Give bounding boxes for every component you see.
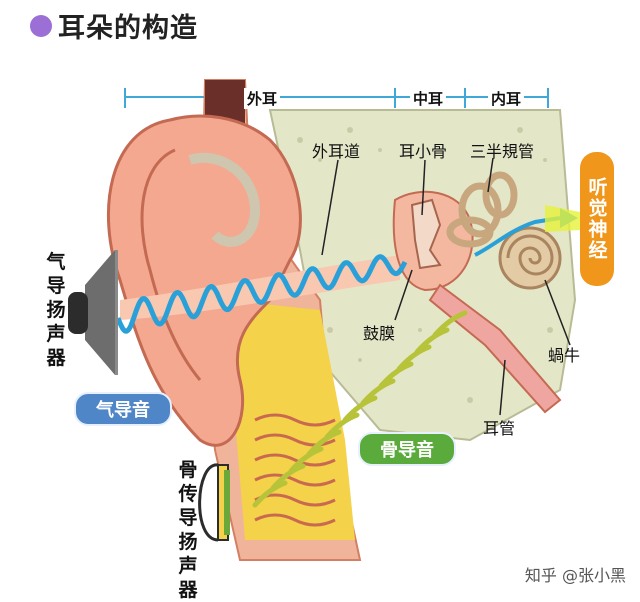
title-row: 耳朵的构造 <box>30 6 198 45</box>
bone-speaker-icon <box>198 463 230 542</box>
muscle-hatching <box>254 413 336 527</box>
cartilage <box>188 152 261 247</box>
cochlea-shape <box>498 226 562 290</box>
bone-wave-arc <box>432 310 468 338</box>
eustachian-tube <box>428 283 562 414</box>
zone-outer-ear: 外耳 <box>244 88 281 109</box>
air-conduction-badge: 气导音 <box>74 392 172 426</box>
bone-wave-arc <box>306 429 342 457</box>
ossicles-shape <box>410 198 442 270</box>
nerve-highlight <box>545 205 580 232</box>
page-title: 耳朵的构造 <box>58 13 198 44</box>
air-speaker-label: 气导扬声器 <box>46 251 66 369</box>
air-speaker-icon <box>68 250 118 375</box>
watermark: 知乎 @张小黑 <box>524 566 626 585</box>
semicircular-canals <box>446 171 518 248</box>
label-eustachian-tube: 耳管 <box>483 419 516 438</box>
zone-middle-ear: 中耳 <box>410 88 447 109</box>
label-ossicles: 耳小骨 <box>399 142 448 161</box>
nerve-path <box>474 216 561 257</box>
ear-canal-tube <box>120 255 400 320</box>
auricle-fold <box>140 148 202 381</box>
bone-wave-arc <box>414 327 450 355</box>
bone-wave-arc <box>324 412 360 440</box>
label-eardrum: 鼓膜 <box>363 324 396 343</box>
zone-inner-ear: 内耳 <box>488 88 525 109</box>
label-semicircular-canals: 三半規管 <box>470 142 535 161</box>
zone-bracket <box>124 88 549 108</box>
bone-speaker-label: 骨传导扬声器 <box>178 459 198 601</box>
bone-sound-waves <box>252 310 468 508</box>
leader-lines <box>321 157 571 416</box>
air-sound-wave <box>115 254 408 334</box>
bone-wave-arc <box>378 361 414 389</box>
bone-wave-arc <box>288 446 324 474</box>
bone-wave-arc <box>360 378 396 406</box>
bone-wave-arc <box>270 463 306 491</box>
label-cochlea: 蝸牛 <box>548 346 581 365</box>
title-bullet-icon <box>30 14 52 37</box>
label-ear-canal: 外耳道 <box>312 142 361 161</box>
bone-conduction-badge: 骨导音 <box>358 432 456 466</box>
bone-wave-arc <box>252 480 288 508</box>
bone-wave-arc <box>342 395 378 423</box>
bone-wave-arc <box>396 344 432 372</box>
auditory-nerve-label: 听觉神经 <box>580 152 614 286</box>
